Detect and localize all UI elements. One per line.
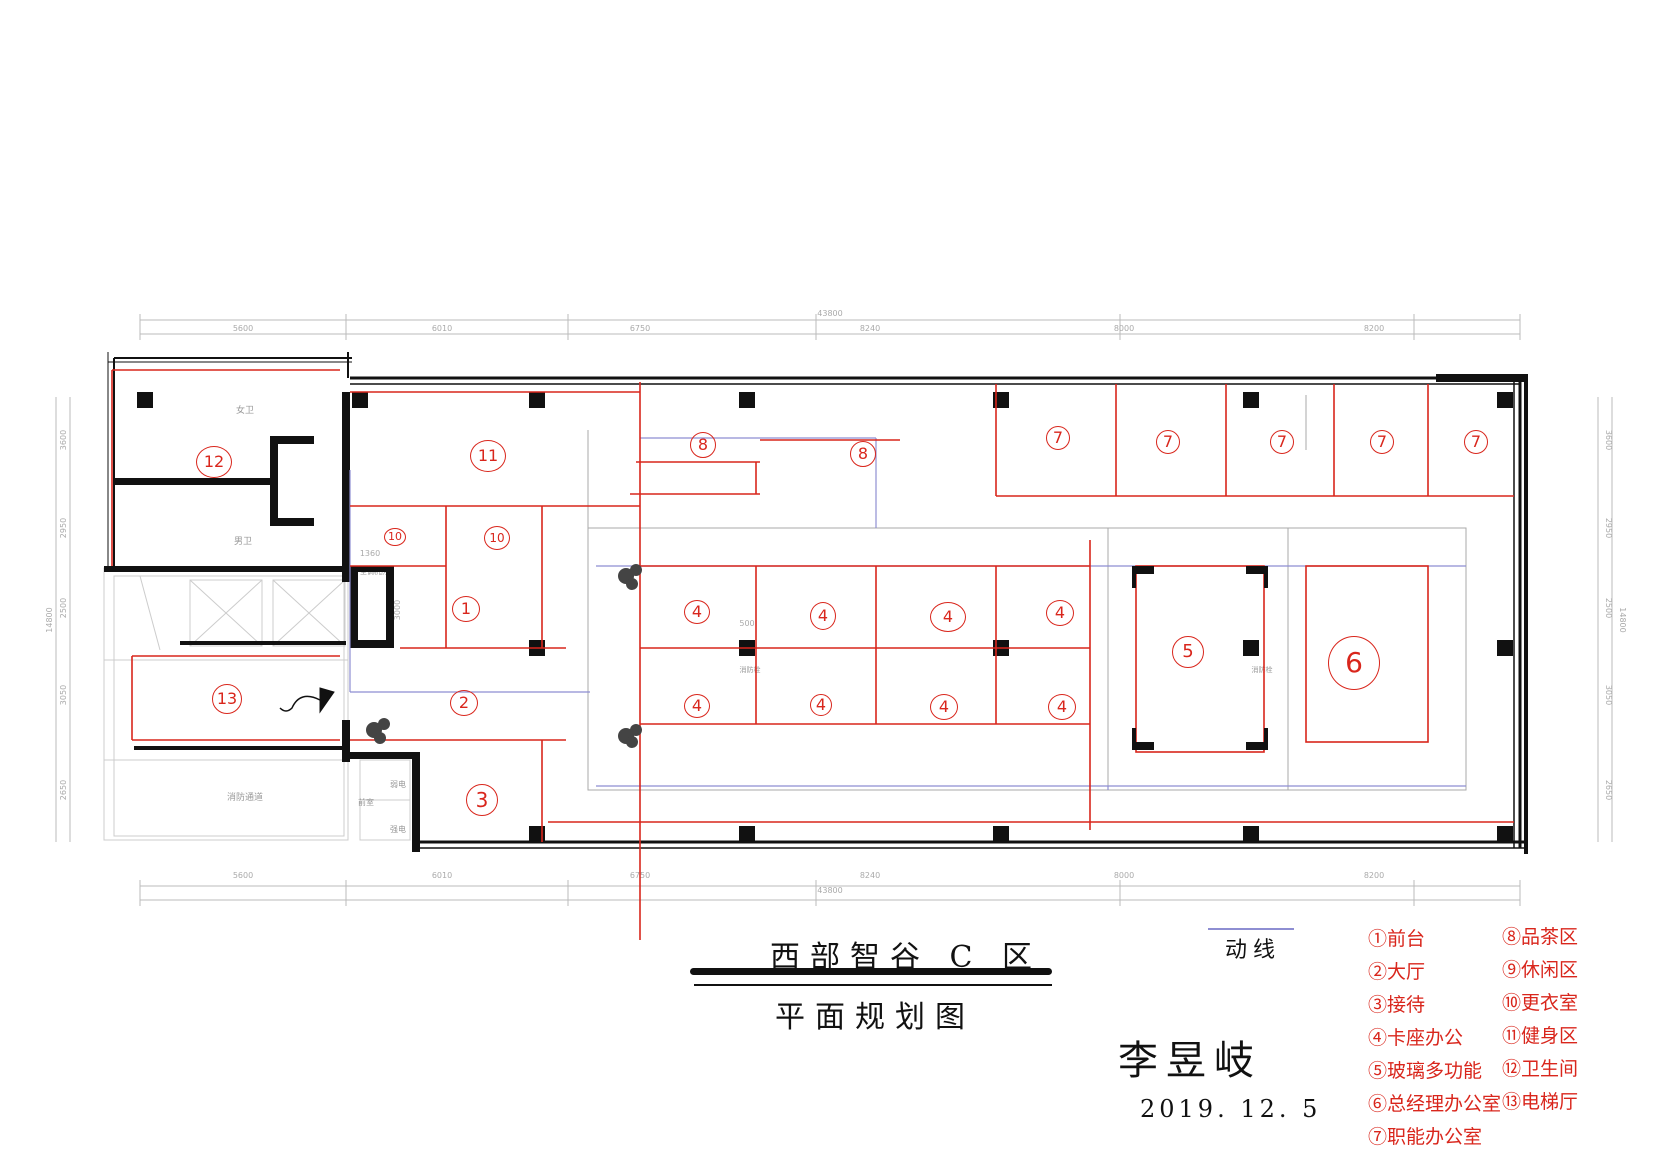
legend-item-10: ⑩更衣室	[1502, 992, 1579, 1014]
dim-bottom-6: 8200	[1364, 871, 1384, 880]
dim-bottom-2: 6010	[432, 871, 452, 880]
circulation-legend-swatch	[1208, 928, 1294, 930]
room-number-4e: 4	[684, 694, 710, 718]
dim-left-1: 3600	[59, 430, 68, 450]
dim-left-5: 2650	[59, 780, 68, 800]
drawing-subtitle: 平面规划图	[775, 1000, 975, 1035]
lamp-decor	[279, 687, 335, 714]
room-fire-passage: 消防通道	[227, 791, 263, 803]
room-number-4c: 4	[930, 602, 966, 632]
room-number-4h: 4	[1048, 694, 1076, 720]
dim-total-top: 43800	[817, 309, 842, 318]
gray-partitions	[587, 395, 1467, 791]
room-number-13: 13	[212, 684, 242, 714]
room-number-1: 1	[452, 596, 480, 622]
dim-top-1: 5600	[233, 324, 253, 333]
dim-right-4: 3050	[1604, 685, 1613, 705]
dim-right-5: 2650	[1604, 780, 1613, 800]
room-number-8a: 8	[690, 432, 716, 458]
inner-walls	[104, 392, 420, 852]
dimension-text: 43800 5600 6010 6750 8240 8000 8200 5600…	[45, 309, 1627, 895]
service-core	[103, 567, 411, 841]
title-underline-thin	[694, 984, 1052, 986]
room-number-4a: 4	[684, 600, 710, 624]
designer-signature: 李昱岐	[1118, 1038, 1262, 1084]
column-label-b: 消防栓	[1252, 665, 1273, 674]
red-zoning	[111, 369, 1514, 940]
room-number-7b: 7	[1156, 430, 1180, 454]
room-number-10b: 10	[484, 526, 510, 550]
dim-small-3000: 3000	[393, 600, 402, 620]
column-label-a: 消防栓	[740, 665, 761, 674]
dim-top-6: 8200	[1364, 324, 1384, 333]
dim-top-3: 6750	[630, 324, 650, 333]
legend-item-11: ⑪健身区	[1502, 1025, 1579, 1047]
room-strong-power: 强电	[390, 824, 406, 834]
room-number-5: 5	[1172, 636, 1204, 668]
dim-left-3: 2500	[59, 598, 68, 618]
dim-left-4: 3050	[59, 685, 68, 705]
dim-top-5: 8000	[1114, 324, 1134, 333]
dim-right-total: 14800	[1618, 607, 1627, 632]
dim-small-500: 500	[739, 619, 754, 628]
room-number-4b: 4	[810, 602, 836, 630]
room-number-2: 2	[450, 690, 478, 716]
room-number-7e: 7	[1464, 430, 1488, 454]
legend-item-13: ⑬电梯厅	[1502, 1091, 1579, 1113]
legend-item-9: ⑨休闲区	[1502, 959, 1579, 981]
dim-small-1360: 1360	[360, 549, 380, 558]
dimension-lines	[55, 314, 1613, 906]
room-number-4g: 4	[930, 694, 958, 720]
room-female-wc: 女卫	[236, 404, 254, 416]
room-number-4d: 4	[1046, 600, 1074, 626]
room-number-4f: 4	[810, 694, 832, 716]
room-legend-right: ⑧品茶区 ⑨休闲区 ⑩更衣室 ⑪健身区 ⑫卫生间 ⑬电梯厅	[1502, 922, 1578, 1120]
dim-right-3: 2500	[1604, 598, 1613, 618]
outer-walls	[107, 352, 1526, 849]
dim-top-2: 6010	[432, 324, 452, 333]
room-number-8b: 8	[850, 441, 876, 467]
glass-room-posts	[1132, 566, 1268, 750]
legend-item-3: ③接待	[1368, 994, 1426, 1016]
legend-item-12: ⑫卫生间	[1502, 1058, 1579, 1080]
room-number-7c: 7	[1270, 430, 1294, 454]
circulation-legend-label: 动线	[1225, 938, 1282, 963]
circulation-lines	[349, 437, 1466, 790]
dim-bottom-4: 8240	[860, 871, 880, 880]
room-number-11: 11	[470, 440, 506, 472]
dim-top-4: 8240	[860, 324, 880, 333]
drawing-date: 2019. 12. 5	[1140, 1095, 1322, 1123]
dim-left-2: 2950	[59, 518, 68, 538]
dim-bottom-5: 8000	[1114, 871, 1134, 880]
legend-item-5: ⑤玻璃多功能	[1368, 1060, 1483, 1082]
dim-left-total: 14800	[45, 607, 54, 632]
title-underline-thick	[690, 968, 1052, 975]
room-number-7a: 7	[1046, 426, 1070, 450]
dim-right-2: 2950	[1604, 518, 1613, 538]
room-number-10a: 10	[384, 528, 406, 546]
room-number-3: 3	[466, 784, 498, 816]
room-male-wc: 男卫	[234, 536, 252, 547]
legend-item-2: ②大厅	[1368, 961, 1426, 983]
legend-item-7: ⑦职能办公室	[1368, 1126, 1483, 1148]
legend-item-1: ①前台	[1368, 928, 1426, 950]
room-aux: 前室	[358, 797, 374, 807]
room-weak-power: 弱电	[390, 779, 406, 789]
legend-item-8: ⑧品茶区	[1502, 926, 1579, 948]
legend-item-6: ⑥总经理办公室	[1368, 1093, 1502, 1115]
room-legend-left: ①前台 ②大厅 ③接待 ④卡座办公 ⑤玻璃多功能 ⑥总经理办公室 ⑦职能办公室	[1368, 924, 1501, 1155]
room-number-12: 12	[196, 446, 232, 478]
room-number-7d: 7	[1370, 430, 1394, 454]
legend-item-4: ④卡座办公	[1368, 1027, 1464, 1049]
dim-bottom-1: 5600	[233, 871, 253, 880]
dim-right-1: 3600	[1604, 430, 1613, 450]
dim-total-bottom: 43800	[817, 886, 842, 895]
room-number-6: 6	[1328, 636, 1380, 690]
plant-decor	[366, 564, 642, 748]
